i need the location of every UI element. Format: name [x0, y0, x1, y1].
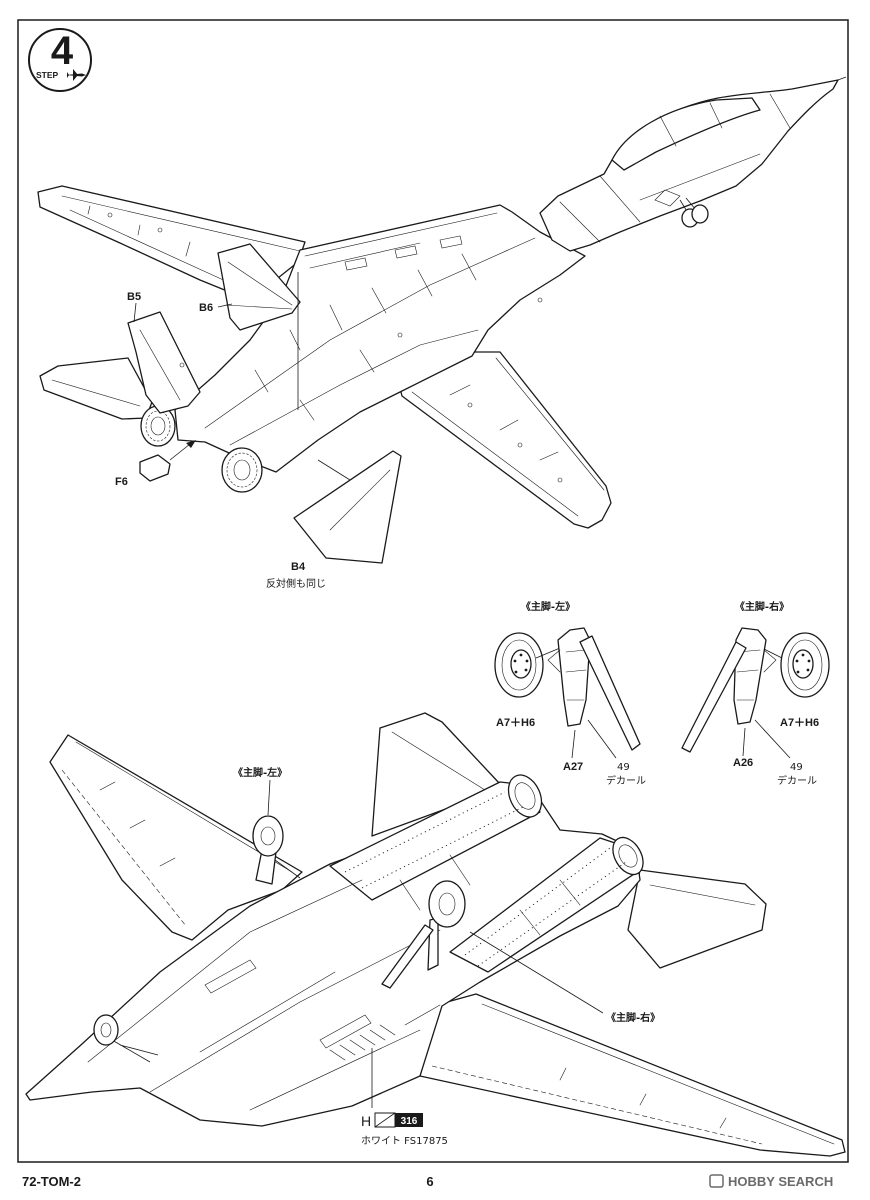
right-strut-details: [736, 649, 777, 701]
lower-left-gear-leader-line: [267, 779, 271, 816]
a27-leader-line: [571, 729, 576, 759]
lower-fuselage: [25, 789, 641, 1127]
left-gear-decal-number: 49: [617, 762, 630, 773]
b5-rudder-line: [139, 329, 181, 401]
left-main-gear-detail: 《主脚-左》 A7＋H6 A27 49 デカール: [494, 600, 646, 787]
paint-callout-letter: H: [361, 1113, 371, 1129]
right-gear-drag-brace: [681, 641, 747, 753]
lower-right-stab-line: [649, 884, 756, 906]
paint-number-box: [395, 1113, 423, 1127]
right-decal-leader-line: [754, 719, 791, 759]
paint-color-callout: H 316 ホワイト FS17875: [361, 1048, 448, 1147]
note-same-other-side: 反対側も同じ: [266, 577, 326, 590]
right-gear-decal-number: 49: [790, 762, 803, 773]
lower-left-wing: [49, 734, 303, 941]
lower-right-gear-label: 《主脚-右》: [606, 1011, 660, 1024]
lower-top-stab-line: [391, 731, 486, 791]
upper-left-engine-nozzle: [140, 405, 176, 447]
lower-nose-landing-gear: [93, 1014, 159, 1063]
lower-right-nozzle-inner: [618, 844, 638, 868]
left-gear-wheel-parts: A7＋H6: [496, 717, 535, 729]
part-b4-ventral-fin: [293, 450, 402, 564]
part-a26-strut: [733, 627, 767, 725]
right-gear-strut-part: A26: [733, 757, 753, 769]
part-b5-vertical-tail: [127, 311, 201, 414]
upper-stabilizer-line: [51, 379, 141, 407]
label-b6: B6: [199, 302, 213, 314]
upper-right-engine-nozzle: [221, 447, 263, 493]
kit-code: 72-TOM-2: [22, 1174, 81, 1189]
page-number: 6: [426, 1174, 433, 1189]
right-main-gear-detail: 《主脚-右》 A7＋H6 A26 49 デカール: [681, 600, 830, 787]
label-f6: F6: [115, 476, 128, 488]
b4-panel-line: [329, 469, 391, 531]
lower-left-main-gear: [252, 815, 301, 885]
b6-leader-line: [217, 303, 233, 308]
paint-callout-number: 316: [401, 1116, 418, 1127]
lower-horizontal-stabilizer-right: [627, 869, 767, 969]
upper-canopy: [611, 97, 761, 171]
step-label: STEP: [36, 70, 59, 80]
right-gear-detail-title: 《主脚-右》: [735, 600, 789, 613]
right-gear-axle: [761, 647, 783, 659]
b5-marking: [179, 362, 185, 368]
upper-right-wing-panel-lines: [411, 357, 605, 517]
left-strut-details: [547, 649, 587, 701]
f6-leader-line: [169, 443, 191, 461]
left-gear-strut-part: A27: [563, 761, 583, 773]
left-decal-leader-line: [587, 719, 617, 759]
watermark-text: HOBBY SEARCH: [728, 1174, 833, 1189]
right-gear-decal-label: デカール: [777, 774, 817, 787]
b4-leader-line: [317, 459, 351, 481]
lower-fuselage-panel-lines: [87, 791, 627, 1111]
watermark: HOBBY SEARCH: [709, 1174, 833, 1189]
lower-right-main-gear: [381, 880, 466, 989]
right-gear-wheel: [780, 632, 830, 698]
a26-leader-line: [742, 727, 746, 757]
b6-rudder-line: [225, 261, 293, 310]
lower-aircraft-bottom-view: 《主脚-左》 《主脚-右》 H 316 ホワイト FS17875: [25, 712, 846, 1157]
upper-nose-landing-gear: [679, 197, 709, 228]
f6-arrow-icon: [186, 440, 196, 448]
upper-fuselage-panel-lines: [204, 212, 543, 446]
paint-color-name: ホワイト FS17875: [361, 1135, 448, 1147]
part-f6: [139, 454, 171, 482]
lower-right-gear-leader-line: [469, 931, 604, 1014]
label-b4: B4: [291, 561, 306, 573]
upper-aircraft-top-view: B5 B6 F6 B4 反対側も同じ: [37, 76, 847, 590]
part-a27-strut: [557, 627, 591, 727]
left-gear-drag-brace: [579, 635, 641, 751]
lower-left-wing-panel-lines: [61, 741, 293, 927]
left-gear-axle: [535, 647, 561, 659]
left-gear-detail-title: 《主脚-左》: [521, 600, 575, 613]
upper-left-horizontal-stabilizer: [39, 357, 153, 420]
hobby-search-logo-icon: [709, 1174, 724, 1188]
lower-right-wing-panel-lines: [431, 1003, 835, 1145]
lower-left-gear-label: 《主脚-左》: [233, 766, 287, 779]
label-b5: B5: [127, 291, 141, 303]
upper-right-wing: [397, 351, 612, 529]
paint-chip-slash: [374, 1112, 396, 1128]
right-gear-wheel-parts: A7＋H6: [780, 717, 819, 729]
lower-left-nozzle-inner: [514, 782, 536, 810]
step-number: 4: [51, 29, 74, 73]
upper-left-wing-panel-lines: [61, 195, 301, 284]
page-frame: [17, 19, 849, 1163]
lower-right-wing: [419, 993, 846, 1157]
left-gear-wheel: [494, 632, 544, 698]
step-badge: 4 STEP: [28, 28, 92, 92]
left-gear-decal-label: デカール: [606, 774, 646, 787]
b5-leader-line: [133, 302, 137, 323]
upper-forward-fuselage-panel-lines: [559, 76, 847, 243]
jet-silhouette-icon: [66, 69, 86, 81]
